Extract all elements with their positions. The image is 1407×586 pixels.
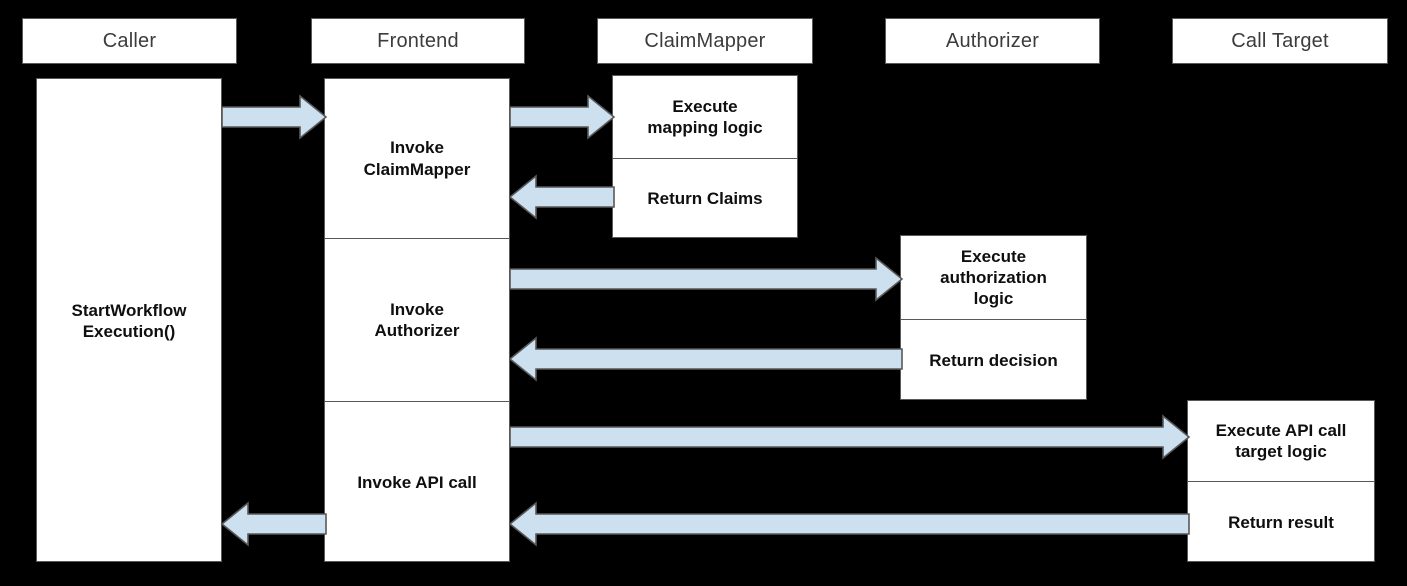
lifeline-header-authorizer: Authorizer — [885, 18, 1100, 64]
message-arrow-frontend-to-caller — [220, 501, 327, 547]
lifeline-header-label: Frontend — [377, 29, 459, 52]
lifeline-header-claimmapper: ClaimMapper — [597, 18, 813, 64]
step-label: Invoke API call — [357, 472, 477, 492]
message-arrow-frontend-to-calltarget — [509, 414, 1191, 460]
lifeline-header-frontend: Frontend — [311, 18, 525, 64]
authorizer-step-2: Return decision — [901, 319, 1086, 401]
step-label: Return result — [1228, 512, 1334, 532]
message-arrow-claimmapper-to-frontend — [508, 174, 615, 220]
calltarget-step-2: Return result — [1188, 481, 1374, 563]
frontend-step-3: Invoke API call — [325, 401, 509, 563]
step-label: Return Claims — [647, 189, 763, 209]
message-arrow-frontend-to-authorizer — [509, 256, 904, 302]
lifeline-header-calltarget: Call Target — [1172, 18, 1388, 64]
lifeline-header-caller: Caller — [22, 18, 237, 64]
message-arrow-authorizer-to-frontend — [508, 336, 903, 382]
message-arrow-calltarget-to-frontend — [508, 501, 1190, 547]
lifeline-header-label: ClaimMapper — [644, 29, 766, 52]
lifeline-header-label: Call Target — [1231, 29, 1329, 52]
message-arrow-frontend-to-claimmapper — [509, 94, 616, 140]
claimmapper-step-2: Return Claims — [613, 158, 797, 239]
lifeline-header-label: Caller — [102, 29, 157, 52]
lifeline-header-label: Authorizer — [945, 29, 1040, 52]
message-arrow-caller-to-frontend — [221, 94, 328, 140]
step-label: Return decision — [929, 350, 1058, 370]
